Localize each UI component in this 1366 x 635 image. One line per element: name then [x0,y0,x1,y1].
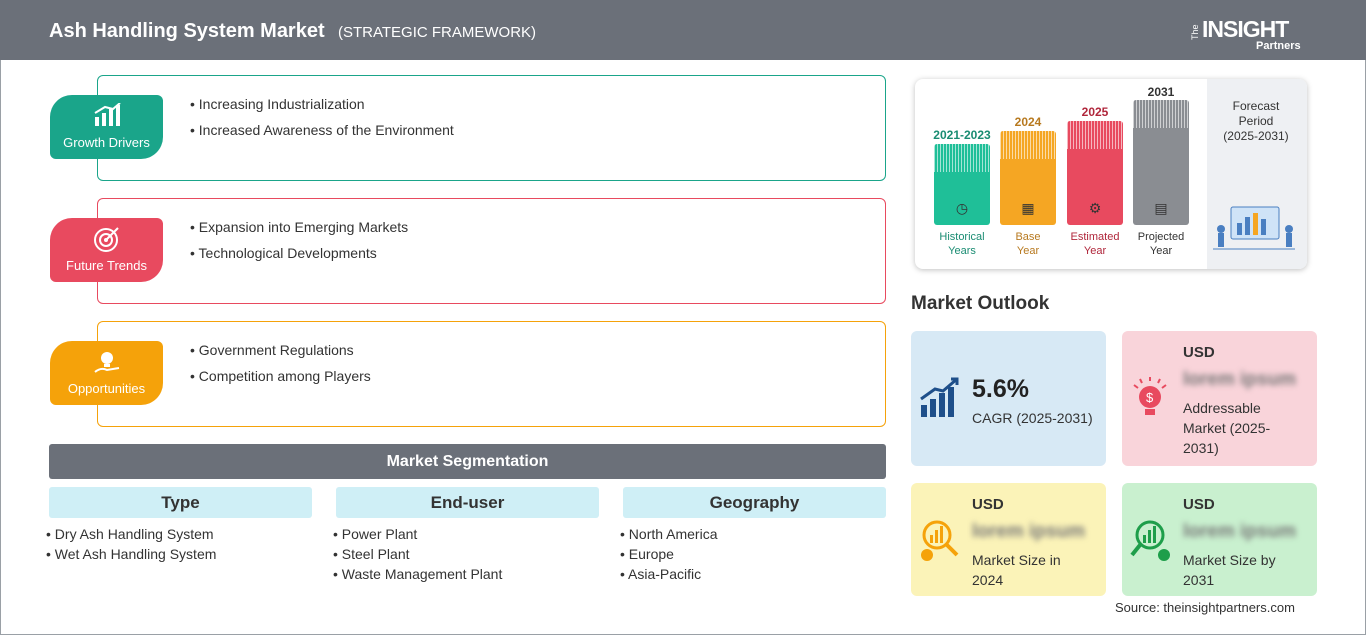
svg-text:$: $ [1146,390,1154,405]
list-item: Government Regulations [190,342,371,358]
size-2031-value: lorem ipsum [1183,521,1296,542]
market-segmentation-header: Market Segmentation [49,444,886,479]
insight-partners-logo[interactable]: The INSIGHT Partners [1190,16,1301,52]
segment-end-user-list: Power Plant Steel Plant Waste Management… [333,526,503,586]
gears-icon: ⚙ [1088,200,1102,216]
list-item: Steel Plant [333,546,502,562]
lightbulb-hand-icon [94,352,120,373]
base-year-label: 2024 [1014,115,1042,129]
badge-label: Growth Drivers [63,135,150,150]
market-size-2031-card: USD lorem ipsum Market Size by 2031 [1122,483,1317,596]
target-icon [94,227,119,252]
list-item: Expansion into Emerging Markets [190,219,408,235]
cagr-value: 5.6% [972,375,1029,403]
presentation-chart-icon: ▤ [1154,200,1168,216]
historical-years-bar: ◷ [934,144,990,225]
list-item: Asia-Pacific [620,566,718,582]
list-item: Increasing Industrialization [190,96,454,112]
opportunities-badge: Opportunities [50,341,163,405]
list-item: Waste Management Plant [333,566,503,582]
list-item: Increased Awareness of the Environment [190,122,454,138]
future-trends-badge: Future Trends [50,218,163,282]
growth-drivers-box: Increasing Industrialization Increased A… [97,75,886,181]
size-2024-value: lorem ipsum [972,521,1085,542]
list-item: Technological Developments [190,245,408,261]
size-2031-label: Market Size by 2031 [1183,552,1276,588]
addressable-market-card: $ USD lorem ipsum Addressable Market (20… [1122,331,1317,466]
segment-end-user-heading: End-user [336,487,599,518]
magnifier-chart-icon [921,520,959,561]
calendar-icon: ▦ [1021,200,1035,216]
market-outlook-title: Market Outlook [911,293,1050,314]
list-item: Wet Ash Handling System [46,546,217,562]
list-item: Europe [620,546,718,562]
page-title: Ash Handling System Market [49,20,325,42]
opportunities-box: Government Regulations Competition among… [97,321,886,427]
addressable-label: Addressable Market (2025-2031) [1183,400,1271,456]
base-year-bar: ▦ [1000,131,1056,225]
growth-chart-icon [920,377,959,417]
segment-type-heading: Type [49,487,312,518]
segment-geography-heading: Geography [623,487,886,518]
size-2024-label: Market Size in 2024 [972,552,1061,588]
list-item: Competition among Players [190,368,371,384]
badge-label: Future Trends [66,258,147,273]
badge-label: Opportunities [67,381,146,396]
projected-year-bar: ▤ [1133,100,1189,225]
bar-chart-growth-icon [94,103,121,126]
estimated-year-bar: ⚙ [1067,121,1123,225]
header-bar: Ash Handling System Market (STRATEGIC FR… [0,0,1366,60]
addressable-value: lorem ipsum [1183,369,1296,390]
list-item: North America [620,526,718,542]
dollar-lightbulb-icon: $ [1133,377,1167,415]
market-size-2024-card: USD lorem ipsum Market Size in 2024 [911,483,1106,596]
cagr-label: CAGR (2025-2031) [972,410,1093,426]
historical-years-label: 2021-2023 [933,128,991,142]
projected-year-label: 2031 [1147,85,1175,99]
future-trends-box: Expansion into Emerging Markets Technolo… [97,198,886,304]
cagr-card: 5.6% CAGR (2025-2031) [911,331,1106,466]
size-2031-currency: USD [1183,496,1215,513]
page-subtitle: (STRATEGIC FRAMEWORK) [338,24,537,41]
segment-geography-list: North America Europe Asia-Pacific [620,526,718,586]
estimated-year-label: 2025 [1081,105,1109,119]
list-item: Dry Ash Handling System [46,526,216,542]
addressable-currency: USD [1183,344,1215,361]
list-item: Power Plant [333,526,502,542]
magnifier-chart-icon [1130,520,1170,561]
timeline-panel: ◷ ▦ ⚙ ▤ 2021-2023 2024 2025 2031 Histori… [915,79,1307,269]
analytics-people-icon [1213,206,1295,250]
growth-drivers-badge: Growth Drivers [50,95,163,159]
history-clock-icon: ◷ [955,200,969,216]
segment-type-list: Dry Ash Handling System Wet Ash Handling… [46,526,217,566]
source-credit: Source: theinsightpartners.com [1115,600,1295,615]
size-2024-currency: USD [972,496,1004,513]
